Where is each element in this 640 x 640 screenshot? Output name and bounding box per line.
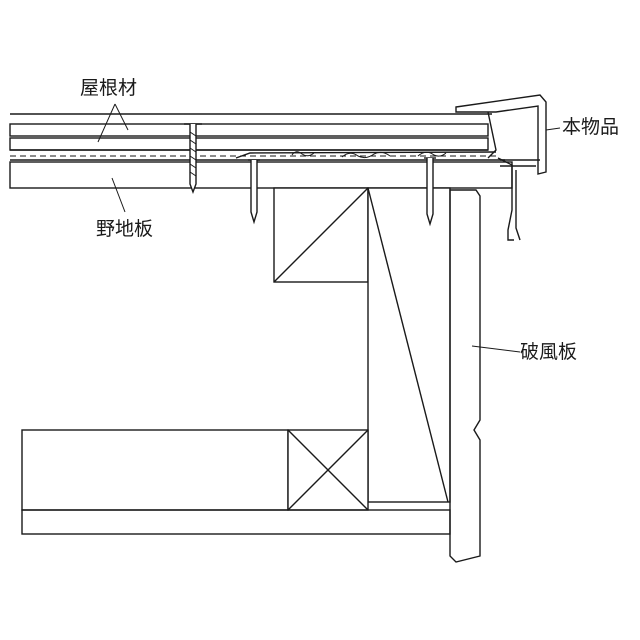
label-sheathing: 野地板 <box>96 220 153 239</box>
nail-2 <box>248 160 260 222</box>
fascia-board <box>450 190 480 562</box>
label-fascia: 破風板 <box>520 343 577 362</box>
underlayment-flashing <box>236 152 496 158</box>
eave-edge-product <box>456 95 546 240</box>
leader-sheathing <box>112 178 125 212</box>
label-product: 本物品 <box>562 118 619 137</box>
leader-fascia <box>472 346 520 352</box>
leader-product <box>546 128 560 130</box>
cross-block <box>288 430 368 510</box>
sheathing-board <box>10 162 512 188</box>
label-roofing: 屋根材 <box>80 79 137 98</box>
nail-1 <box>184 124 202 192</box>
beam <box>22 430 288 510</box>
soffit-board <box>22 510 450 534</box>
post <box>368 188 450 502</box>
rafter-block <box>274 188 368 282</box>
